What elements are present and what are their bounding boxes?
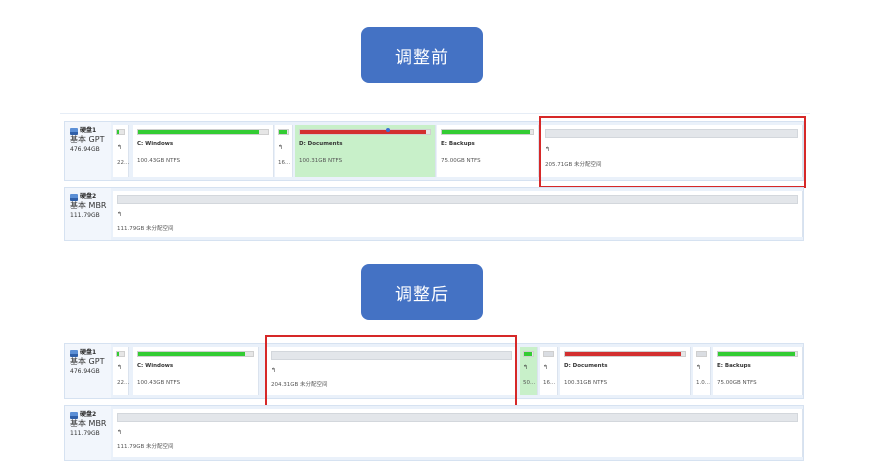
disk1-row-before[interactable]: 硬盘1 基本 GPT 476.94GB ↰ 22... C: Windows 1… (64, 121, 804, 181)
partition-unallocated[interactable]: ↰ 111.79GB 未分配空间 (113, 191, 803, 237)
disk-size: 111.79GB (70, 429, 100, 437)
partition-d-documents[interactable]: D: Documents 100.31GB NTFS (295, 125, 436, 177)
disk-type: 基本 MBR (70, 201, 107, 211)
partition-unallocated[interactable]: ↰ 205.71GB 未分配空间 (541, 125, 803, 177)
partition-e-backups[interactable]: E: Backups 75.00GB NTFS (713, 347, 803, 395)
resize-handle-icon[interactable] (386, 128, 390, 132)
disk-type: 基本 MBR (70, 419, 107, 429)
partition-small-1[interactable] (113, 347, 129, 395)
disk-name: 硬盘1 (80, 349, 97, 356)
before-adjustment-title: 调整前 (361, 27, 483, 83)
disk1-header: 硬盘1 基本 GPT 476.94GB (65, 344, 111, 398)
disk2-row-after[interactable]: 硬盘2 基本 MBR 111.79GB ↰ 111.79GB 未分配空间 (64, 405, 804, 461)
disk-name: 硬盘2 (80, 193, 97, 200)
disk2-header: 硬盘2 基本 MBR 111.79GB (65, 188, 111, 240)
disk2-header: 硬盘2 基本 MBR 111.79GB (65, 406, 111, 460)
partition-small-2[interactable]: ↰ 22... (117, 364, 130, 386)
disk1-header: 硬盘1 基本 GPT 476.94GB (65, 122, 111, 180)
partition-small-2[interactable]: ↰ 22... (117, 144, 130, 166)
partition-small-3[interactable]: ↰ 16... (275, 125, 293, 177)
disk2-row-before[interactable]: 硬盘2 基本 MBR 111.79GB ↰ 111.79GB 未分配空间 (64, 187, 804, 241)
disk-name: 硬盘2 (80, 411, 97, 418)
partition-d-documents[interactable]: D: Documents 100.31GB NTFS (560, 347, 691, 395)
disk-icon (70, 411, 78, 419)
partition-small-3[interactable]: ↰ 50... (520, 347, 538, 395)
disk-icon (70, 193, 78, 201)
disk-size: 111.79GB (70, 211, 100, 219)
partition-c-windows[interactable]: C: Windows 100.43GB NTFS (133, 125, 274, 177)
after-adjustment-title: 调整后 (361, 264, 483, 320)
partition-small-5[interactable]: ↰ 1.0... (693, 347, 711, 395)
partition-c-windows[interactable]: C: Windows 100.43GB NTFS (133, 347, 259, 395)
disk-icon (70, 127, 78, 135)
partition-unallocated[interactable]: ↰ 111.79GB 未分配空间 (113, 409, 803, 457)
partition-small-4[interactable]: ↰ 16... (540, 347, 558, 395)
partition-unallocated[interactable]: ↰ 204.31GB 未分配空间 (267, 347, 517, 395)
divider-line (60, 113, 810, 114)
disk-type: 基本 GPT (70, 135, 105, 145)
partition-e-backups[interactable]: E: Backups 75.00GB NTFS (437, 125, 539, 177)
disk-name: 硬盘1 (80, 127, 97, 134)
disk1-row-after[interactable]: 硬盘1 基本 GPT 476.94GB ↰ 22... C: Windows 1… (64, 343, 804, 399)
disk-size: 476.94GB (70, 367, 100, 375)
disk-size: 476.94GB (70, 145, 100, 153)
partition-small-1[interactable] (113, 125, 129, 177)
disk-icon (70, 349, 78, 357)
disk-type: 基本 GPT (70, 357, 105, 367)
